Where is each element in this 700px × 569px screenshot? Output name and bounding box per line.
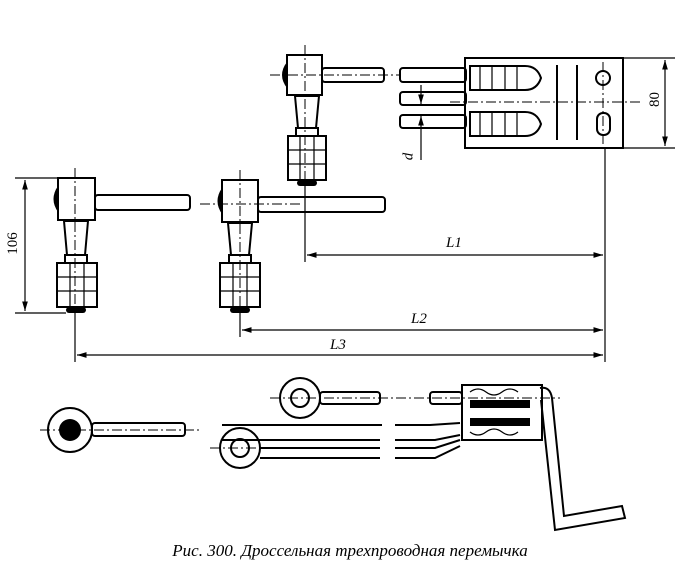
dimension-lines <box>15 59 668 362</box>
figure-caption: Рис. 300. Дроссельная трехпроводная пере… <box>172 541 528 560</box>
terminal-left <box>53 168 191 320</box>
dimension-d-label: d <box>400 152 417 161</box>
connector-block <box>450 57 675 149</box>
dimension-80-label: 80 <box>647 92 663 107</box>
dimension-l2-label: L2 <box>411 311 427 327</box>
terminal-middle <box>200 170 386 320</box>
wires <box>399 67 467 129</box>
dimension-l1-label: L1 <box>446 235 462 251</box>
dimension-l3-label: L3 <box>330 337 346 353</box>
dimension-106-label: 106 <box>4 232 21 255</box>
side-view <box>40 377 627 532</box>
terminal-top <box>270 45 400 190</box>
